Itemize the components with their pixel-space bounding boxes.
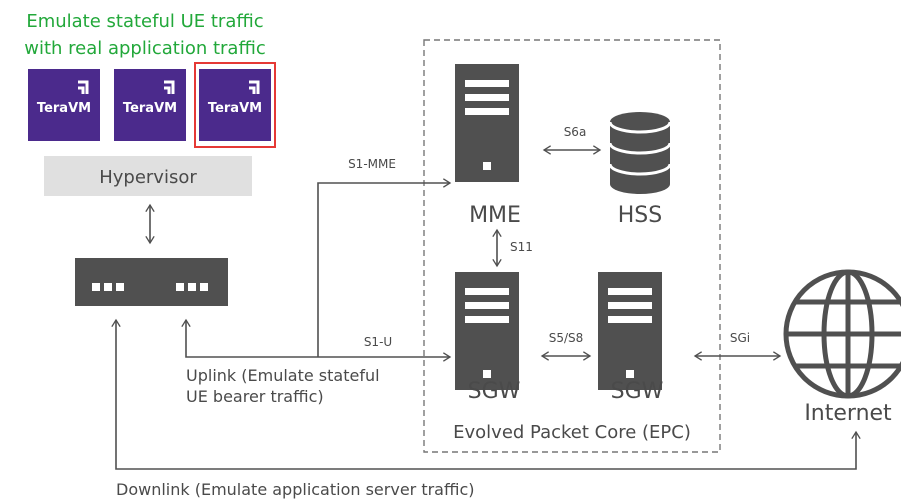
- terravm-tile-1: TeraVM: [28, 69, 100, 141]
- database-icon: [608, 112, 672, 194]
- mme-label: MME: [469, 203, 521, 228]
- s11-label: S11: [510, 240, 533, 254]
- heading-line-2: with real application traffic: [24, 38, 266, 59]
- downlink-label: Downlink (Emulate application server tra…: [116, 480, 475, 499]
- terravm-tile-3-highlighted: TeraVM: [194, 62, 276, 148]
- terravm-logo-icon: [249, 80, 260, 94]
- terravm-label: TeraVM: [208, 101, 262, 116]
- sgw-server-icon-2: [598, 272, 662, 390]
- s5-s8-label: S5/S8: [549, 331, 584, 345]
- epc-boundary: [423, 39, 721, 453]
- uplink-label-line-1: Uplink (Emulate stateful: [186, 366, 380, 385]
- terravm-logo-icon: [164, 80, 175, 94]
- s1-mme-path: [317, 178, 452, 357]
- epc-label: Evolved Packet Core (EPC): [453, 422, 691, 443]
- terravm-tile-2: TeraVM: [114, 69, 186, 141]
- uplink-path: [181, 318, 318, 358]
- sgw-label-1: SGW: [468, 379, 521, 404]
- uplink-label-line-2: UE bearer traffic): [186, 387, 324, 406]
- sgi-label: SGi: [730, 331, 750, 345]
- internet-label: Internet: [804, 401, 892, 426]
- hypervisor-box: Hypervisor: [44, 156, 252, 196]
- terravm-logo-icon: [78, 80, 89, 94]
- network-switch-icon: [75, 258, 228, 306]
- terravm-label: TeraVM: [123, 101, 177, 116]
- s1-mme-label: S1-MME: [348, 157, 396, 171]
- mme-server-icon: [455, 64, 519, 182]
- hypervisor-label: Hypervisor: [99, 167, 197, 188]
- sgw-label-2: SGW: [611, 379, 664, 404]
- s6a-label: S6a: [564, 125, 587, 139]
- sgw-server-icon-1: [455, 272, 519, 390]
- terravm-label: TeraVM: [37, 101, 91, 116]
- heading-line-1: Emulate stateful UE traffic: [26, 11, 263, 32]
- hss-label: HSS: [618, 203, 662, 228]
- downlink-path: [111, 318, 861, 470]
- s1-u-label: S1-U: [364, 335, 392, 349]
- globe-icon: [783, 269, 901, 399]
